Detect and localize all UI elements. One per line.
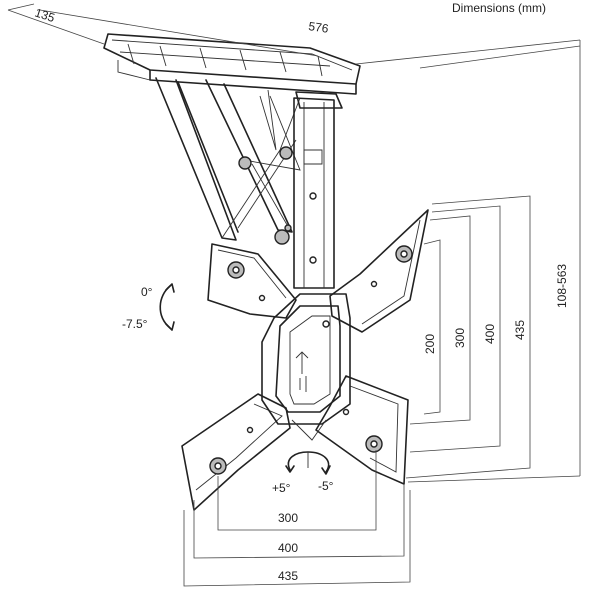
ceiling-plate xyxy=(103,33,361,95)
tilt-indicator xyxy=(159,283,175,331)
depth-dimension-label: 135 xyxy=(33,6,57,26)
swivel-left-label: +5° xyxy=(272,481,291,495)
vesa-plate xyxy=(181,209,429,511)
lift-arms xyxy=(155,77,301,245)
tilt-up-label: 0° xyxy=(141,285,153,299)
vesa-vertical-400-label: 400 xyxy=(483,324,497,344)
dimensions-title: Dimensions (mm) xyxy=(452,1,546,15)
vesa-vertical-200-label: 200 xyxy=(423,334,437,354)
width-dimension-label: 576 xyxy=(308,19,330,36)
swivel-indicator xyxy=(285,451,331,475)
height-range-label: 108-563 xyxy=(555,264,569,308)
vesa-horizontal-300-label: 300 xyxy=(278,511,298,525)
center-column xyxy=(293,91,343,289)
swivel-right-label: -5° xyxy=(318,479,334,493)
vesa-horizontal-435-label: 435 xyxy=(278,569,298,583)
dimension-lines xyxy=(7,3,581,587)
tilt-down-label: -7.5° xyxy=(122,317,148,331)
vesa-vertical-435-label: 435 xyxy=(513,320,527,340)
vesa-horizontal-400-label: 400 xyxy=(278,541,298,555)
vesa-vertical-300-label: 300 xyxy=(453,328,467,348)
